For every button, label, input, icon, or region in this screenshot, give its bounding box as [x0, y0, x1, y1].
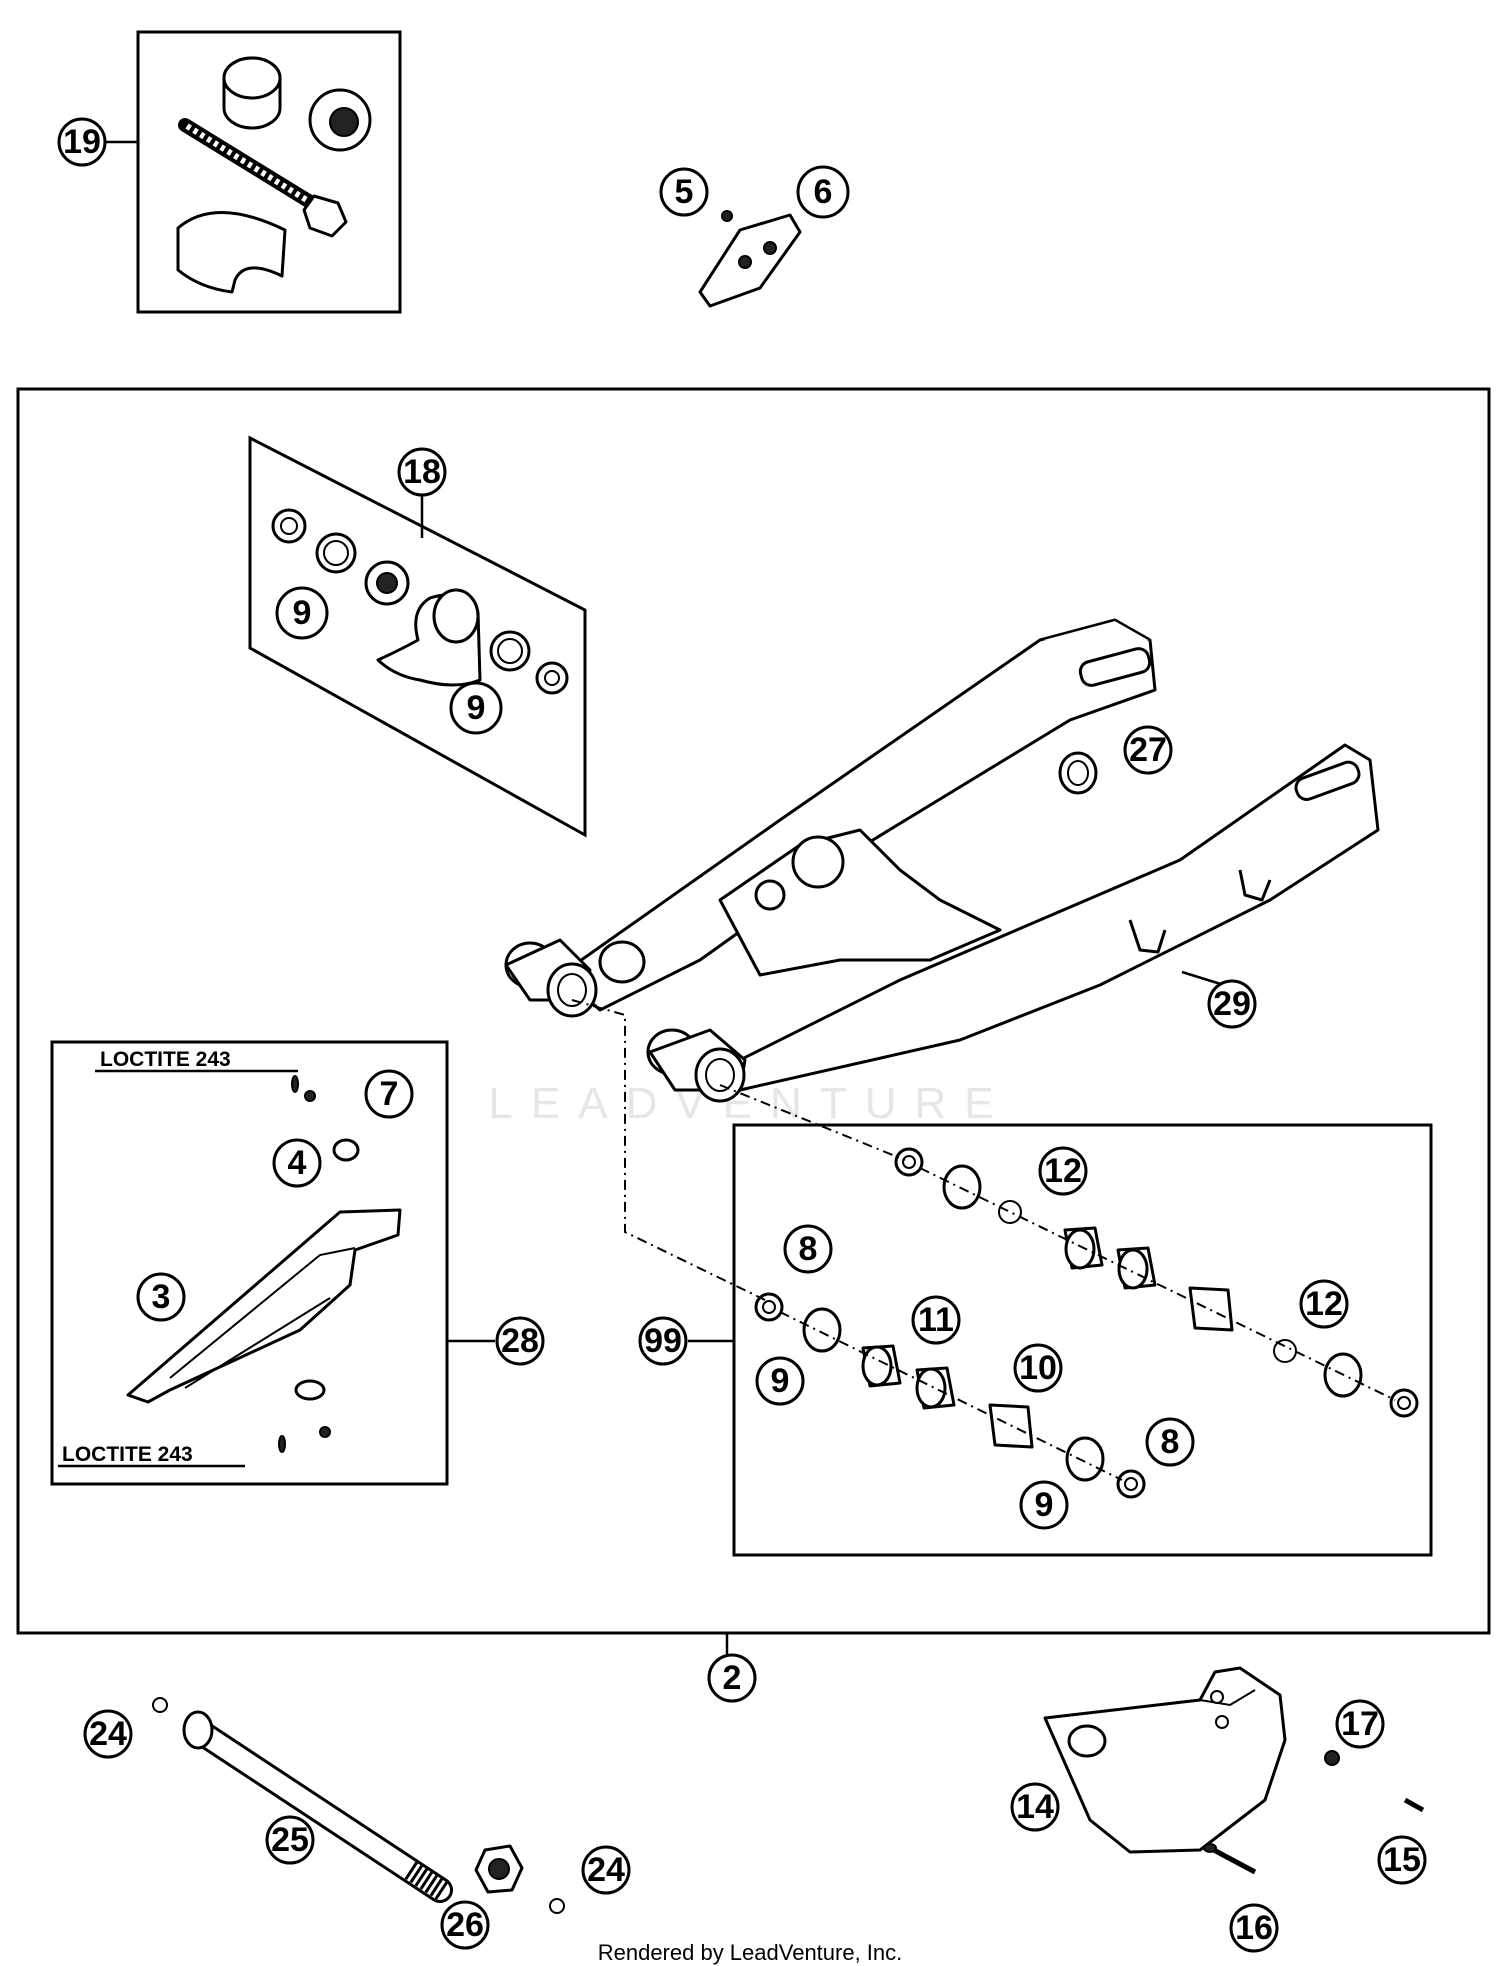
callout-24-right: 24 [581, 1845, 631, 1895]
svg-text:27: 27 [1129, 731, 1167, 769]
svg-text:9: 9 [1035, 1486, 1054, 1524]
axle-parts [152, 1697, 565, 1914]
callout-4: 4 [272, 1138, 322, 1188]
svg-text:3: 3 [152, 1278, 171, 1316]
svg-text:16: 16 [1235, 1909, 1273, 1947]
callout-9-kit99-right: 9 [1019, 1480, 1069, 1530]
footer-credit: Rendered by LeadVenture, Inc. [597, 1940, 903, 1965]
callout-18: 18 [397, 447, 447, 497]
svg-text:12: 12 [1044, 1152, 1082, 1190]
callout-3: 3 [136, 1272, 186, 1322]
svg-text:7: 7 [380, 1075, 399, 1113]
callout-8-right: 8 [1145, 1417, 1195, 1467]
callout-99: 99 [638, 1316, 688, 1366]
svg-text:26: 26 [446, 1906, 484, 1944]
callout-25: 25 [265, 1815, 315, 1865]
svg-text:2: 2 [723, 1659, 742, 1697]
svg-text:19: 19 [63, 123, 101, 161]
svg-text:29: 29 [1213, 985, 1251, 1023]
callout-19: 19 [57, 117, 107, 167]
svg-text:9: 9 [771, 1362, 790, 1400]
callout-10: 10 [1013, 1343, 1063, 1393]
callout-5: 5 [659, 167, 709, 217]
callout-29: 29 [1207, 979, 1257, 1029]
svg-text:18: 18 [403, 453, 441, 491]
callout-16: 16 [1229, 1903, 1279, 1953]
kit-19-parts [176, 56, 372, 294]
callout-9-kit18-left: 9 [275, 586, 329, 640]
bearing-kit-parts [754, 1147, 1419, 1499]
svg-text:24: 24 [587, 1851, 625, 1889]
svg-text:99: 99 [644, 1322, 682, 1360]
loctite-note-bottom: LOCTITE 243 [62, 1443, 193, 1466]
pivot-line-left [571, 999, 766, 1301]
callout-26: 26 [440, 1900, 490, 1950]
callout-24-left: 24 [83, 1709, 133, 1759]
loctite-note-top: LOCTITE 243 [100, 1048, 231, 1071]
svg-text:5: 5 [675, 173, 694, 211]
callout-8-left: 8 [783, 1224, 833, 1274]
callout-17: 17 [1335, 1699, 1385, 1749]
svg-text:6: 6 [814, 173, 833, 211]
callout-9-kit99-left: 9 [755, 1356, 805, 1406]
box-swingarm-assembly [16, 387, 1491, 1635]
chain-guide-parts [1043, 1666, 1425, 1875]
callout-14: 14 [1010, 1782, 1060, 1832]
box-chain-slider-28 [50, 1040, 449, 1486]
callout-27: 27 [1123, 725, 1173, 775]
leader-lines [58, 140, 1241, 1656]
callout-11: 11 [911, 1295, 961, 1345]
svg-text:11: 11 [918, 1301, 954, 1339]
part-6-clip [698, 210, 802, 308]
box-kit-18 [248, 435, 587, 838]
callout-6: 6 [796, 165, 850, 219]
svg-text:8: 8 [1161, 1423, 1180, 1461]
kit-18-parts [271, 508, 569, 695]
callout-9-kit18-right: 9 [449, 681, 503, 735]
svg-text:28: 28 [501, 1322, 539, 1360]
svg-text:12: 12 [1305, 1285, 1343, 1323]
svg-text:4: 4 [288, 1144, 307, 1182]
box-kit-19 [136, 30, 402, 314]
svg-text:8: 8 [799, 1230, 818, 1268]
callout-12-upper: 12 [1038, 1146, 1088, 1196]
chain-slider-parts [126, 1075, 402, 1453]
svg-text:10: 10 [1019, 1349, 1057, 1387]
svg-text:17: 17 [1341, 1705, 1379, 1743]
callout-12-lower: 12 [1299, 1279, 1349, 1329]
svg-text:14: 14 [1016, 1788, 1054, 1826]
callout-28: 28 [495, 1316, 545, 1366]
callout-2: 2 [707, 1653, 757, 1703]
svg-text:9: 9 [293, 594, 312, 632]
swingarm [504, 618, 1380, 1103]
svg-text:9: 9 [467, 689, 486, 727]
svg-text:24: 24 [89, 1715, 127, 1753]
svg-text:15: 15 [1383, 1841, 1421, 1879]
callout-7: 7 [364, 1069, 414, 1119]
callout-15: 15 [1377, 1835, 1427, 1885]
svg-text:25: 25 [271, 1821, 309, 1859]
